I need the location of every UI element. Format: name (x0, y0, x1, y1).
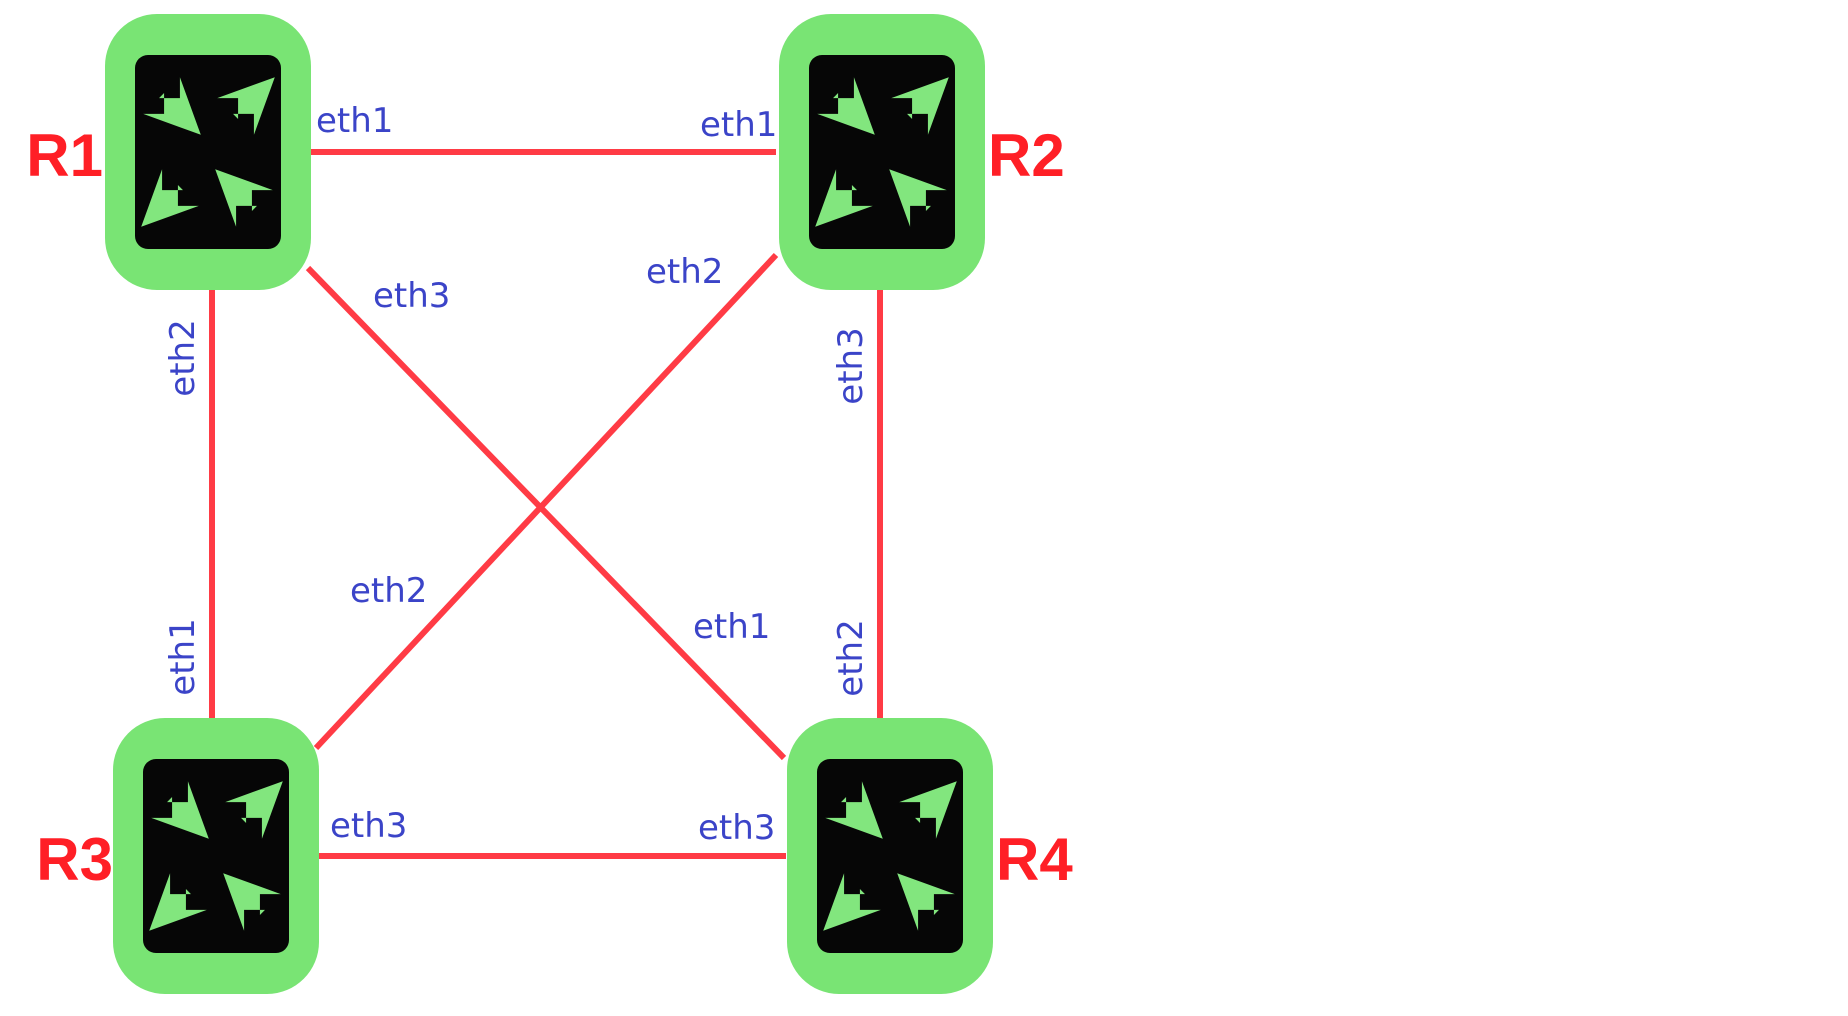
router-labels: R1 R2 R3 R4 (26, 122, 1073, 893)
port-label-r3-eth2: eth2 (350, 571, 427, 611)
port-label-r3-eth1: eth1 (163, 618, 203, 695)
port-label-r4-eth1: eth1 (693, 607, 770, 647)
port-label-r2-eth2: eth2 (646, 252, 723, 292)
router-label-r2: R2 (988, 122, 1065, 189)
link-r2-r3 (313, 252, 779, 751)
routers-layer (105, 14, 993, 994)
links-layer (209, 149, 883, 859)
port-label-r3-eth3: eth3 (330, 806, 407, 846)
port-label-r2-eth3: eth3 (831, 327, 871, 404)
router-label-r3: R3 (36, 826, 113, 893)
router-r4[interactable] (787, 718, 993, 994)
router-label-r4: R4 (996, 826, 1073, 893)
router-label-r1: R1 (26, 122, 103, 189)
router-r1[interactable] (105, 14, 311, 290)
port-label-r2-eth1: eth1 (700, 105, 777, 145)
port-labels: eth1 eth1 eth3 eth2 eth2 eth1 eth3 eth3 … (163, 101, 871, 848)
link-r1-r4 (305, 265, 787, 761)
port-label-r1-eth1: eth1 (316, 101, 393, 141)
port-label-r4-eth2: eth2 (831, 619, 871, 696)
router-r2[interactable] (779, 14, 985, 290)
router-r3[interactable] (113, 718, 319, 994)
port-label-r4-eth3: eth3 (698, 808, 775, 848)
port-label-r1-eth2: eth2 (163, 319, 203, 396)
port-label-r1-eth3: eth3 (373, 276, 450, 316)
